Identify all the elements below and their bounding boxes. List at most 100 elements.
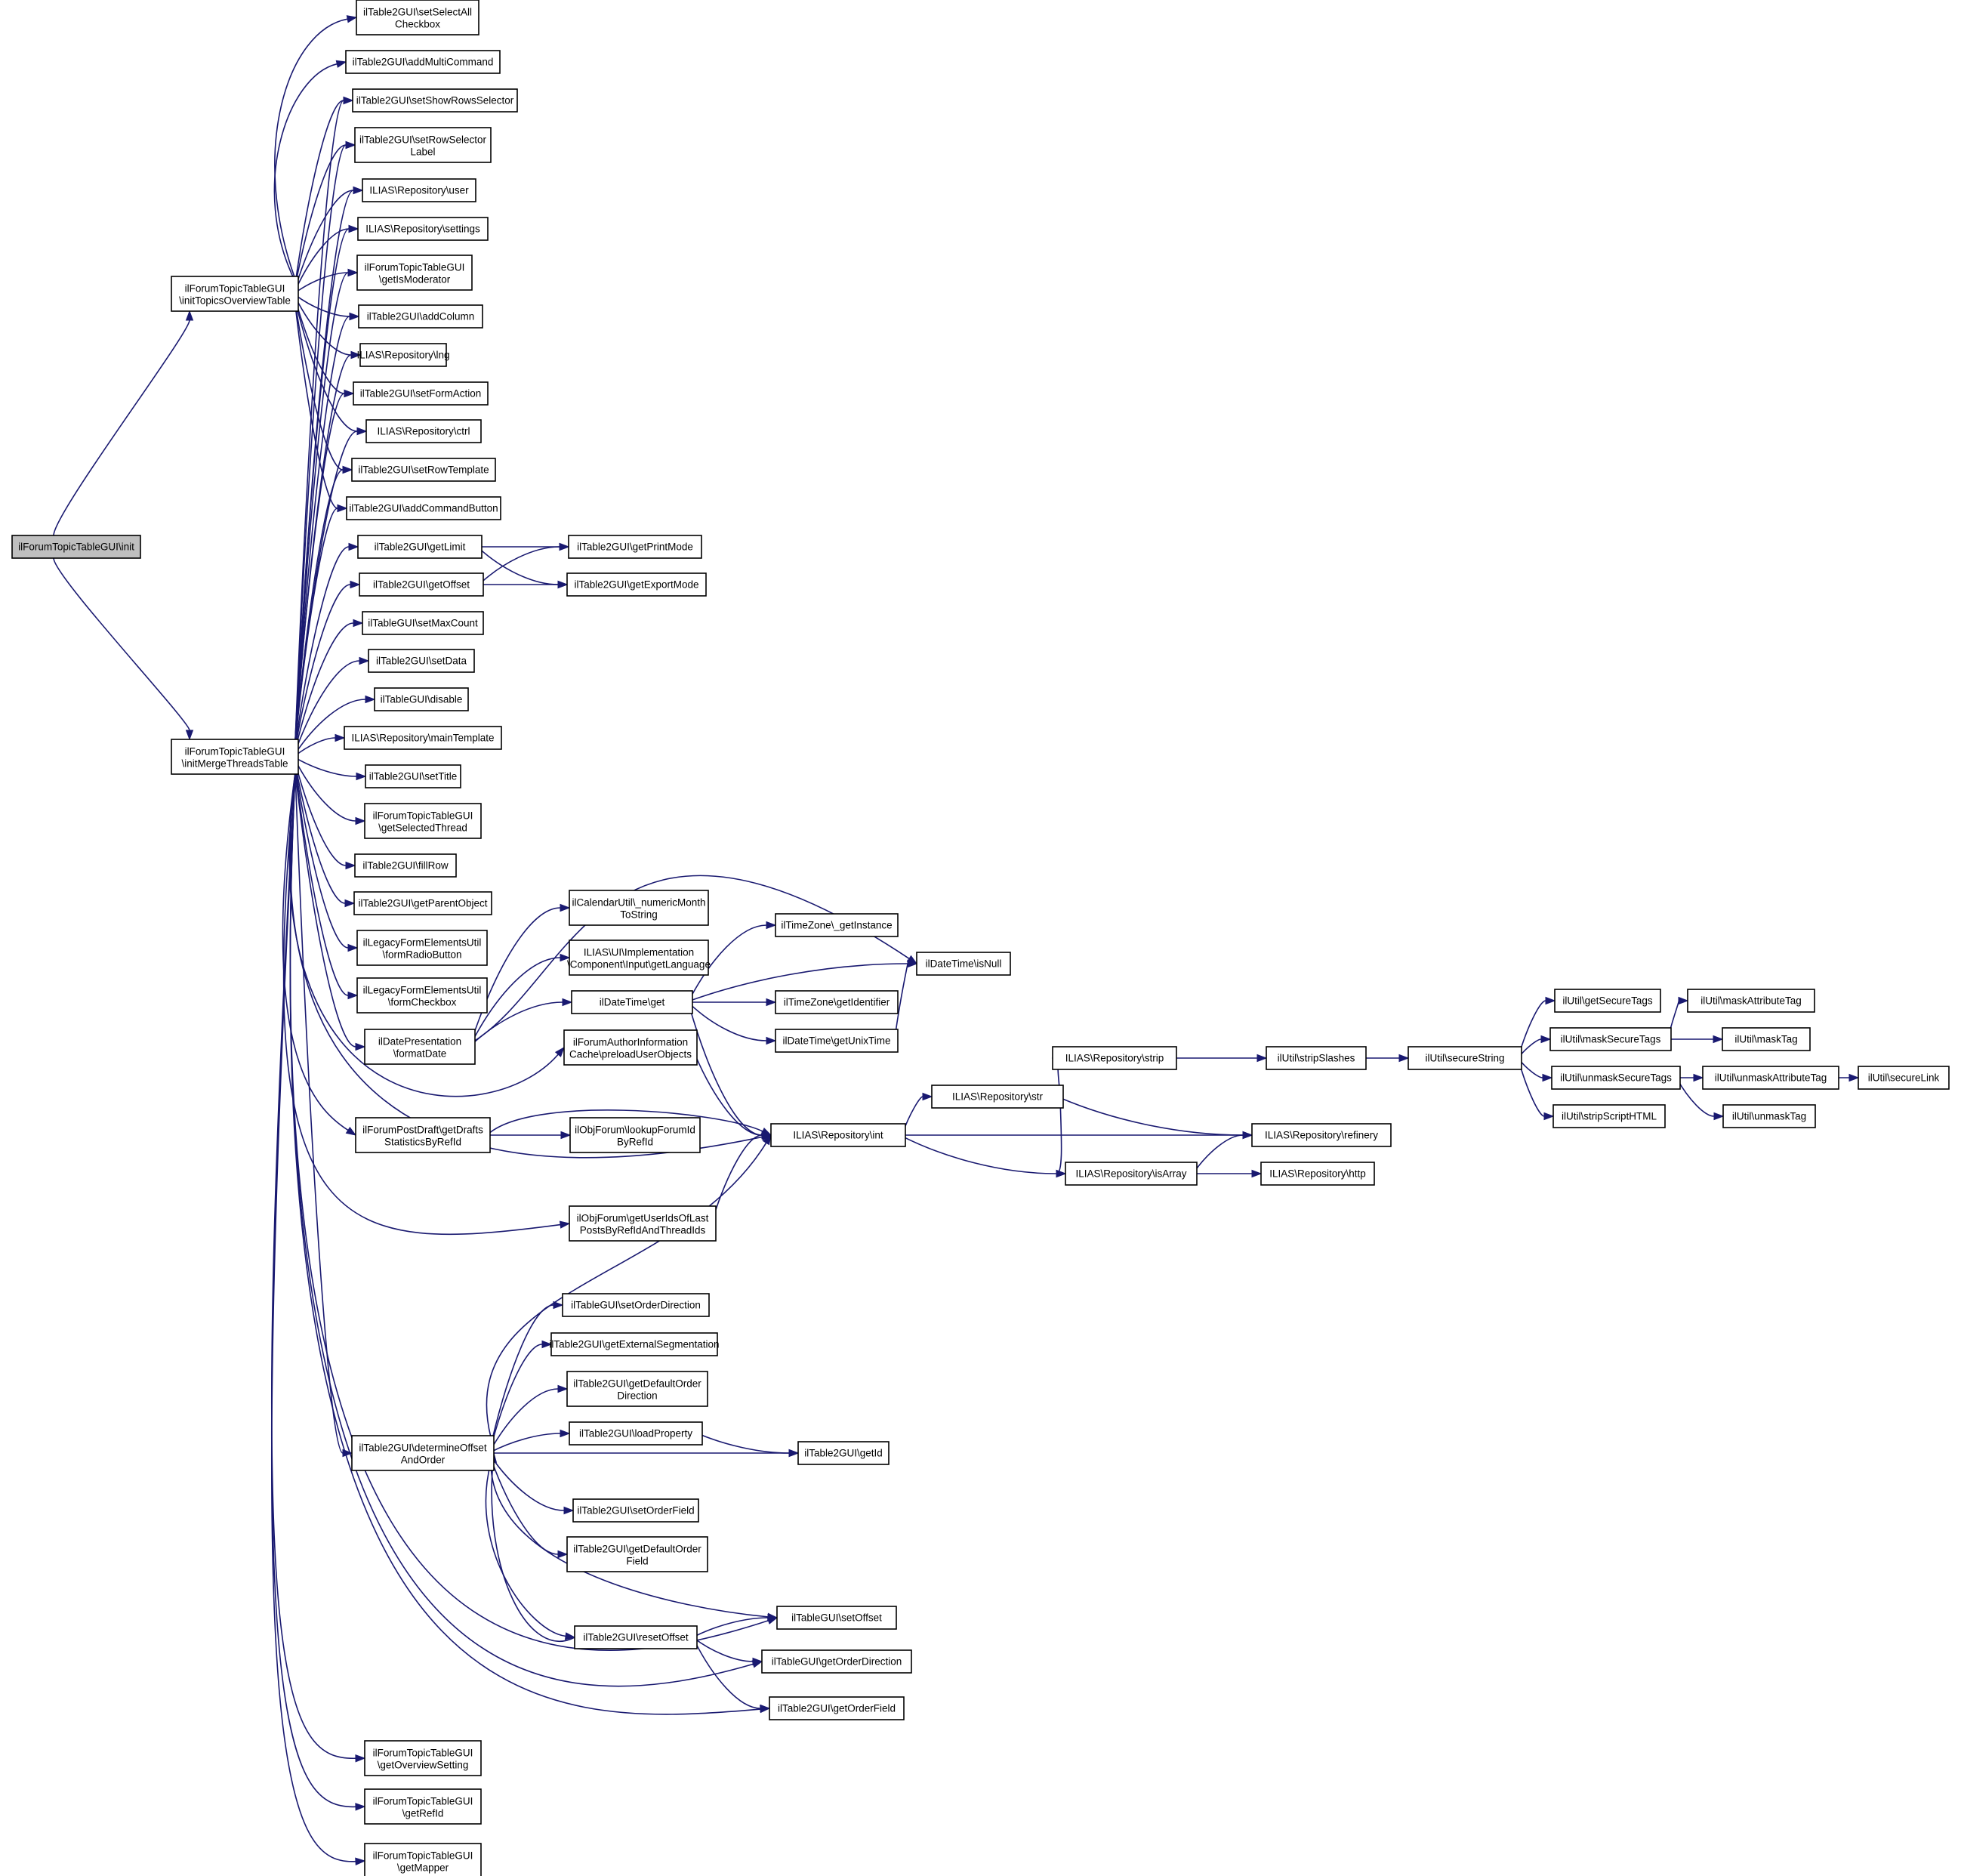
call-edge-arrowhead xyxy=(345,861,356,870)
node-label-line: ilTableGUI\disable xyxy=(381,694,463,705)
graph-node-addColumn[interactable]: ilTable2GUI\addColumn xyxy=(358,304,483,329)
graph-node-getParentObject[interactable]: ilTable2GUI\getParentObject xyxy=(353,891,492,915)
graph-node-repoStrip[interactable]: ILIAS\Repository\strip xyxy=(1052,1046,1177,1070)
call-edge xyxy=(712,1134,763,1220)
node-label-line: PostsByRefIdAndThreadIds xyxy=(580,1225,706,1236)
graph-node-repoIsArray[interactable]: ILIAS\Repository\isArray xyxy=(1065,1162,1198,1186)
graph-node-getSecureTags[interactable]: ilUtil\getSecureTags xyxy=(1554,989,1661,1013)
graph-node-getSelectedThread[interactable]: ilForumTopicTableGUI\getSelectedThread xyxy=(364,803,482,839)
node-label-line: ilTable2GUI\getOrderField xyxy=(778,1703,896,1714)
graph-node-setOrderField[interactable]: ilTable2GUI\setOrderField xyxy=(572,1498,699,1523)
graph-node-getLimit[interactable]: ilTable2GUI\getLimit xyxy=(357,535,483,559)
graph-node-repoHttp[interactable]: ILIAS\Repository\http xyxy=(1260,1162,1375,1186)
graph-node-setMaxCount[interactable]: ilTableGUI\setMaxCount xyxy=(362,611,484,635)
call-edge-arrowhead xyxy=(343,96,354,105)
graph-node-getDraftsStats[interactable]: ilForumPostDraft\getDraftsStatisticsByRe… xyxy=(355,1117,491,1153)
graph-node-getPrintMode[interactable]: ilTable2GUI\getPrintMode xyxy=(568,535,702,559)
graph-node-initMerge[interactable]: ilForumTopicTableGUI\initMergeThreadsTab… xyxy=(171,739,299,775)
call-edge xyxy=(1193,1134,1244,1173)
call-edge xyxy=(485,1462,566,1637)
graph-node-repoLng[interactable]: ILIAS\Repository\lng xyxy=(356,343,450,367)
node-box xyxy=(11,535,141,559)
graph-node-repoStr[interactable]: ILIAS\Repository\str xyxy=(931,1085,1064,1109)
graph-node-initTopics[interactable]: ilForumTopicTableGUI\initTopicsOverviewT… xyxy=(171,276,299,312)
graph-node-getOrderDirection[interactable]: ilTableGUI\getOrderDirection xyxy=(761,1649,912,1674)
node-box xyxy=(775,1029,899,1053)
graph-node-addCommandButton[interactable]: ilTable2GUI\addCommandButton xyxy=(346,496,501,520)
graph-node-unmaskSecureTags[interactable]: ilUtil\unmaskSecureTags xyxy=(1551,1066,1681,1090)
graph-node-preloadUserObjects[interactable]: ilForumAuthorInformationCache\preloadUse… xyxy=(563,1029,698,1066)
graph-node-tzGetInstance[interactable]: ilTimeZone\_getInstance xyxy=(775,913,899,937)
graph-node-setRowTemplate[interactable]: ilTable2GUI\setRowTemplate xyxy=(351,458,496,482)
graph-node-dtGet[interactable]: ilDateTime\get xyxy=(571,990,693,1014)
node-label-line: ilTable2GUI\setData xyxy=(376,656,467,667)
graph-node-dtIsNull[interactable]: ilDateTime\isNull xyxy=(916,952,1011,976)
graph-node-getRefId[interactable]: ilForumTopicTableGUI\getRefId xyxy=(364,1788,482,1825)
graph-node-setData[interactable]: ilTable2GUI\setData xyxy=(368,649,475,673)
graph-node-setTitle[interactable]: ilTable2GUI\setTitle xyxy=(365,764,461,788)
graph-node-getLanguage[interactable]: ILIAS\UI\Implementation\Component\Input\… xyxy=(567,940,711,976)
graph-node-addMultiCommand[interactable]: ilTable2GUI\addMultiCommand xyxy=(345,50,501,74)
graph-node-getOverviewSetting[interactable]: ilForumTopicTableGUI\getOverviewSetting xyxy=(364,1740,482,1776)
graph-node-formatDate[interactable]: ilDatePresentation\formatDate xyxy=(364,1029,476,1065)
graph-node-maskTag[interactable]: ilUtil\maskTag xyxy=(1722,1027,1811,1051)
graph-node-repoCtrl[interactable]: ILIAS\Repository\ctrl xyxy=(365,419,482,443)
graph-node-getExternalSegmentation[interactable]: ilTable2GUI\getExternalSegmentation xyxy=(549,1332,720,1356)
graph-node-maskAttributeTag[interactable]: ilUtil\maskAttributeTag xyxy=(1687,989,1815,1013)
graph-node-getOrderField[interactable]: ilTable2GUI\getOrderField xyxy=(769,1696,905,1720)
graph-node-getId[interactable]: ilTable2GUI\getId xyxy=(797,1441,890,1465)
graph-node-formCheckbox[interactable]: ilLegacyFormElementsUtil\formCheckbox xyxy=(356,977,488,1014)
call-edge-arrowhead xyxy=(766,998,777,1007)
graph-node-fillRow[interactable]: ilTable2GUI\fillRow xyxy=(354,853,457,878)
node-label-line: ilUtil\maskTag xyxy=(1734,1034,1797,1045)
graph-node-stripScriptHTML[interactable]: ilUtil\stripScriptHTML xyxy=(1552,1104,1666,1128)
graph-node-repoUser[interactable]: ILIAS\Repository\user xyxy=(362,178,476,202)
graph-node-repoRefinery[interactable]: ILIAS\Repository\refinery xyxy=(1251,1123,1392,1147)
graph-node-getMapper[interactable]: ilForumTopicTableGUI\getMapper xyxy=(364,1843,482,1876)
node-box xyxy=(569,940,709,976)
graph-node-mainTemplate[interactable]: ILIAS\Repository\mainTemplate xyxy=(344,726,502,750)
call-edge-arrowhead xyxy=(907,959,918,968)
graph-node-setShowRowsSelector[interactable]: ilTable2GUI\setShowRowsSelector xyxy=(352,88,518,113)
node-label-line: ilTable2GUI\getId xyxy=(804,1448,883,1459)
node-label-line: ilTableGUI\setOffset xyxy=(791,1612,882,1624)
graph-node-setOrderDirection[interactable]: ilTableGUI\setOrderDirection xyxy=(562,1293,710,1317)
graph-node-tzGetIdentifier[interactable]: ilTimeZone\getIdentifier xyxy=(775,990,899,1014)
graph-node-secureString[interactable]: ilUtil\secureString xyxy=(1408,1046,1522,1070)
graph-node-formRadioButton[interactable]: ilLegacyFormElementsUtil\formRadioButton xyxy=(356,930,488,966)
node-box xyxy=(362,611,484,635)
node-box xyxy=(359,572,484,597)
graph-node-getOffset[interactable]: ilTable2GUI\getOffset xyxy=(359,572,484,597)
call-edge xyxy=(294,772,356,1048)
graph-node-secureLink[interactable]: ilUtil\secureLink xyxy=(1858,1066,1950,1090)
node-label-line: ilTable2GUI\determineOffset xyxy=(359,1442,487,1454)
graph-node-maskSecureTags[interactable]: ilUtil\maskSecureTags xyxy=(1549,1027,1672,1051)
node-label-line: ilForumTopicTableGUI xyxy=(373,1850,473,1862)
graph-node-loadProperty[interactable]: ilTable2GUI\loadProperty xyxy=(569,1421,703,1446)
node-label-line: ilTable2GUI\addColumn xyxy=(367,311,475,322)
graph-node-getIsModerator[interactable]: ilForumTopicTableGUI\getIsModerator xyxy=(356,255,473,291)
graph-node-setOffset[interactable]: ilTableGUI\setOffset xyxy=(776,1606,897,1630)
graph-node-repoInt[interactable]: ILIAS\Repository\int xyxy=(770,1123,906,1147)
node-label-line: ILIAS\Repository\isArray xyxy=(1075,1168,1186,1180)
graph-node-dtGetUnixTime[interactable]: ilDateTime\getUnixTime xyxy=(775,1029,899,1053)
graph-node-disable[interactable]: ilTableGUI\disable xyxy=(374,687,469,711)
graph-node-setFormAction[interactable]: ilTable2GUI\setFormAction xyxy=(353,381,489,406)
node-box xyxy=(769,1696,905,1720)
graph-node-init[interactable]: ilForumTopicTableGUI\init xyxy=(11,535,141,559)
graph-node-unmaskTag[interactable]: ilUtil\unmaskTag xyxy=(1722,1104,1816,1128)
graph-node-unmaskAttributeTag[interactable]: ilUtil\unmaskAttributeTag xyxy=(1702,1066,1839,1090)
graph-node-resetOffset[interactable]: ilTable2GUI\resetOffset xyxy=(574,1625,698,1649)
graph-node-getExportMode[interactable]: ilTable2GUI\getExportMode xyxy=(566,572,707,597)
graph-node-repoSettings[interactable]: ILIAS\Repository\settings xyxy=(357,217,489,241)
graph-node-stripSlashes[interactable]: ilUtil\stripSlashes xyxy=(1266,1046,1367,1070)
node-box xyxy=(352,88,518,113)
graph-node-getUserIds[interactable]: ilObjForum\getUserIdsOfLastPostsByRefIdA… xyxy=(569,1205,717,1242)
